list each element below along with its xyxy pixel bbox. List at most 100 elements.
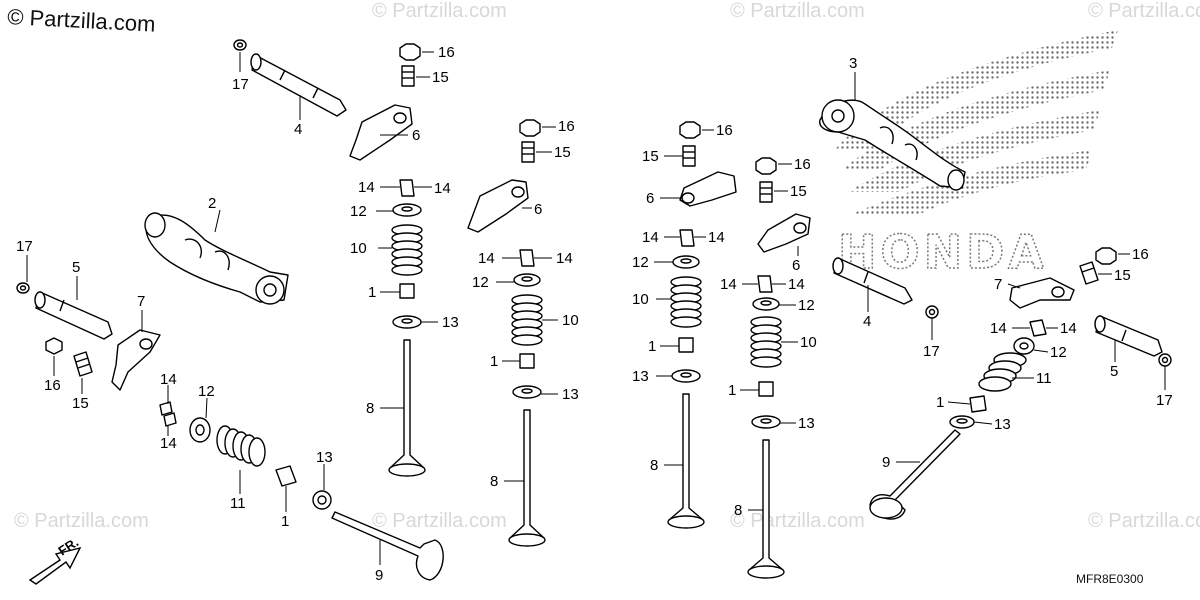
part-label: 13: [442, 314, 459, 331]
part-label: 15: [554, 144, 571, 161]
part-label: 14: [160, 435, 177, 452]
rocker-arm: [139, 338, 153, 350]
front-arrow-icon: FR.: [28, 535, 82, 585]
valve-spring: [216, 425, 266, 467]
part-label: 15: [1114, 267, 1131, 284]
part-label: 3: [849, 55, 857, 72]
part-label: 14: [358, 179, 375, 196]
part-label: 10: [800, 334, 817, 351]
part-label: 17: [16, 238, 33, 255]
part-label: 13: [316, 449, 333, 466]
valve: [869, 497, 903, 519]
watermark: © Partzilla.com: [1088, 0, 1200, 22]
leader-lines: [26, 51, 1166, 565]
spring-retainer: [401, 206, 413, 212]
part-label: 8: [650, 457, 658, 474]
spring-retainer: [195, 424, 205, 436]
part-label: 7: [994, 276, 1002, 293]
part-label: 7: [137, 293, 145, 310]
honda-logo-text: HONDA: [838, 225, 1048, 279]
part-label: 10: [562, 312, 579, 329]
part-label: 4: [863, 313, 871, 330]
rocker-shaft: [1094, 315, 1106, 333]
part-label: 12: [1050, 344, 1067, 361]
rocker-shaft: [251, 54, 347, 117]
valve: [667, 515, 705, 529]
watermark: © Partzilla.com: [372, 0, 507, 22]
valve-stem-seal: [275, 465, 297, 487]
valve-cotter: [679, 229, 695, 247]
part-label: 10: [632, 291, 649, 308]
part-label: 6: [412, 127, 420, 144]
watermark: © Partzilla.com: [14, 510, 149, 532]
valve-stem-seal: [969, 395, 987, 413]
camshaft: [263, 283, 277, 297]
part-label: 1: [648, 338, 656, 355]
washer-17: [928, 308, 936, 316]
washer-17: [1161, 356, 1169, 364]
part-label: 5: [72, 259, 80, 276]
part-label: 13: [562, 386, 579, 403]
adjusting-nut: [519, 119, 541, 137]
part-label: 14: [788, 276, 805, 293]
camshaft: [145, 214, 289, 303]
watermark: © Partzilla.com: [1088, 510, 1200, 532]
part-label: 12: [350, 203, 367, 220]
part-label: 1: [490, 353, 498, 370]
diagram-code: MFR8E0300: [1076, 572, 1144, 586]
part-label: 11: [230, 495, 246, 512]
valve: [508, 533, 546, 547]
valve: [389, 339, 425, 469]
valve-spring: [511, 294, 543, 346]
adjusting-nut: [399, 43, 421, 61]
part-label: 17: [232, 76, 249, 93]
part-label: 17: [1156, 392, 1173, 409]
valve-spring: [391, 224, 423, 276]
part-labels: 17 4 16 15 6 14 14 12 10 1 13 8 16 15 6 …: [16, 44, 1173, 584]
valve-cotter: [1029, 319, 1047, 337]
adjusting-screw: [521, 141, 535, 163]
part-label: 15: [642, 148, 659, 165]
valve-spring: [670, 276, 702, 328]
rocker-arm: [1051, 286, 1065, 298]
camshaft: [947, 169, 965, 191]
part-label: 4: [294, 121, 302, 138]
rocker-arm: [393, 112, 407, 124]
rocker-arm: [681, 192, 695, 204]
part-label: 14: [642, 229, 659, 246]
valve: [747, 565, 785, 579]
part-label: 16: [716, 122, 733, 139]
rocker-arm: [111, 329, 161, 391]
valve: [388, 463, 426, 477]
honda-wing-logo: HONDA: [835, 30, 1118, 280]
valve: [331, 511, 444, 581]
part-label: 15: [790, 183, 807, 200]
part-label: 14: [478, 250, 495, 267]
valve: [668, 393, 704, 521]
spring-retainer: [521, 276, 533, 282]
rocker-shaft: [832, 257, 844, 275]
spring-seat: [760, 418, 772, 424]
part-label: 13: [632, 368, 649, 385]
rocker-shaft: [35, 291, 113, 340]
part-label: 16: [794, 156, 811, 173]
part-label: 15: [72, 395, 89, 412]
valve-cotter: [159, 401, 173, 416]
part-label: 9: [882, 454, 890, 471]
part-label: 16: [558, 118, 575, 135]
rocker-shaft: [250, 53, 262, 71]
valve: [509, 409, 545, 539]
rocker-shaft: [34, 291, 46, 309]
part-label: 1: [728, 382, 736, 399]
valve-cotter: [399, 179, 415, 197]
part-label: 16: [1132, 246, 1149, 263]
valve-spring: [750, 316, 782, 368]
part-label: 14: [160, 371, 177, 388]
spring-seat: [521, 388, 533, 394]
valve-stem-seal: [678, 337, 694, 353]
part-label: 6: [646, 190, 654, 207]
washer-17: [236, 42, 244, 48]
valve-stem-seal: [758, 381, 774, 397]
